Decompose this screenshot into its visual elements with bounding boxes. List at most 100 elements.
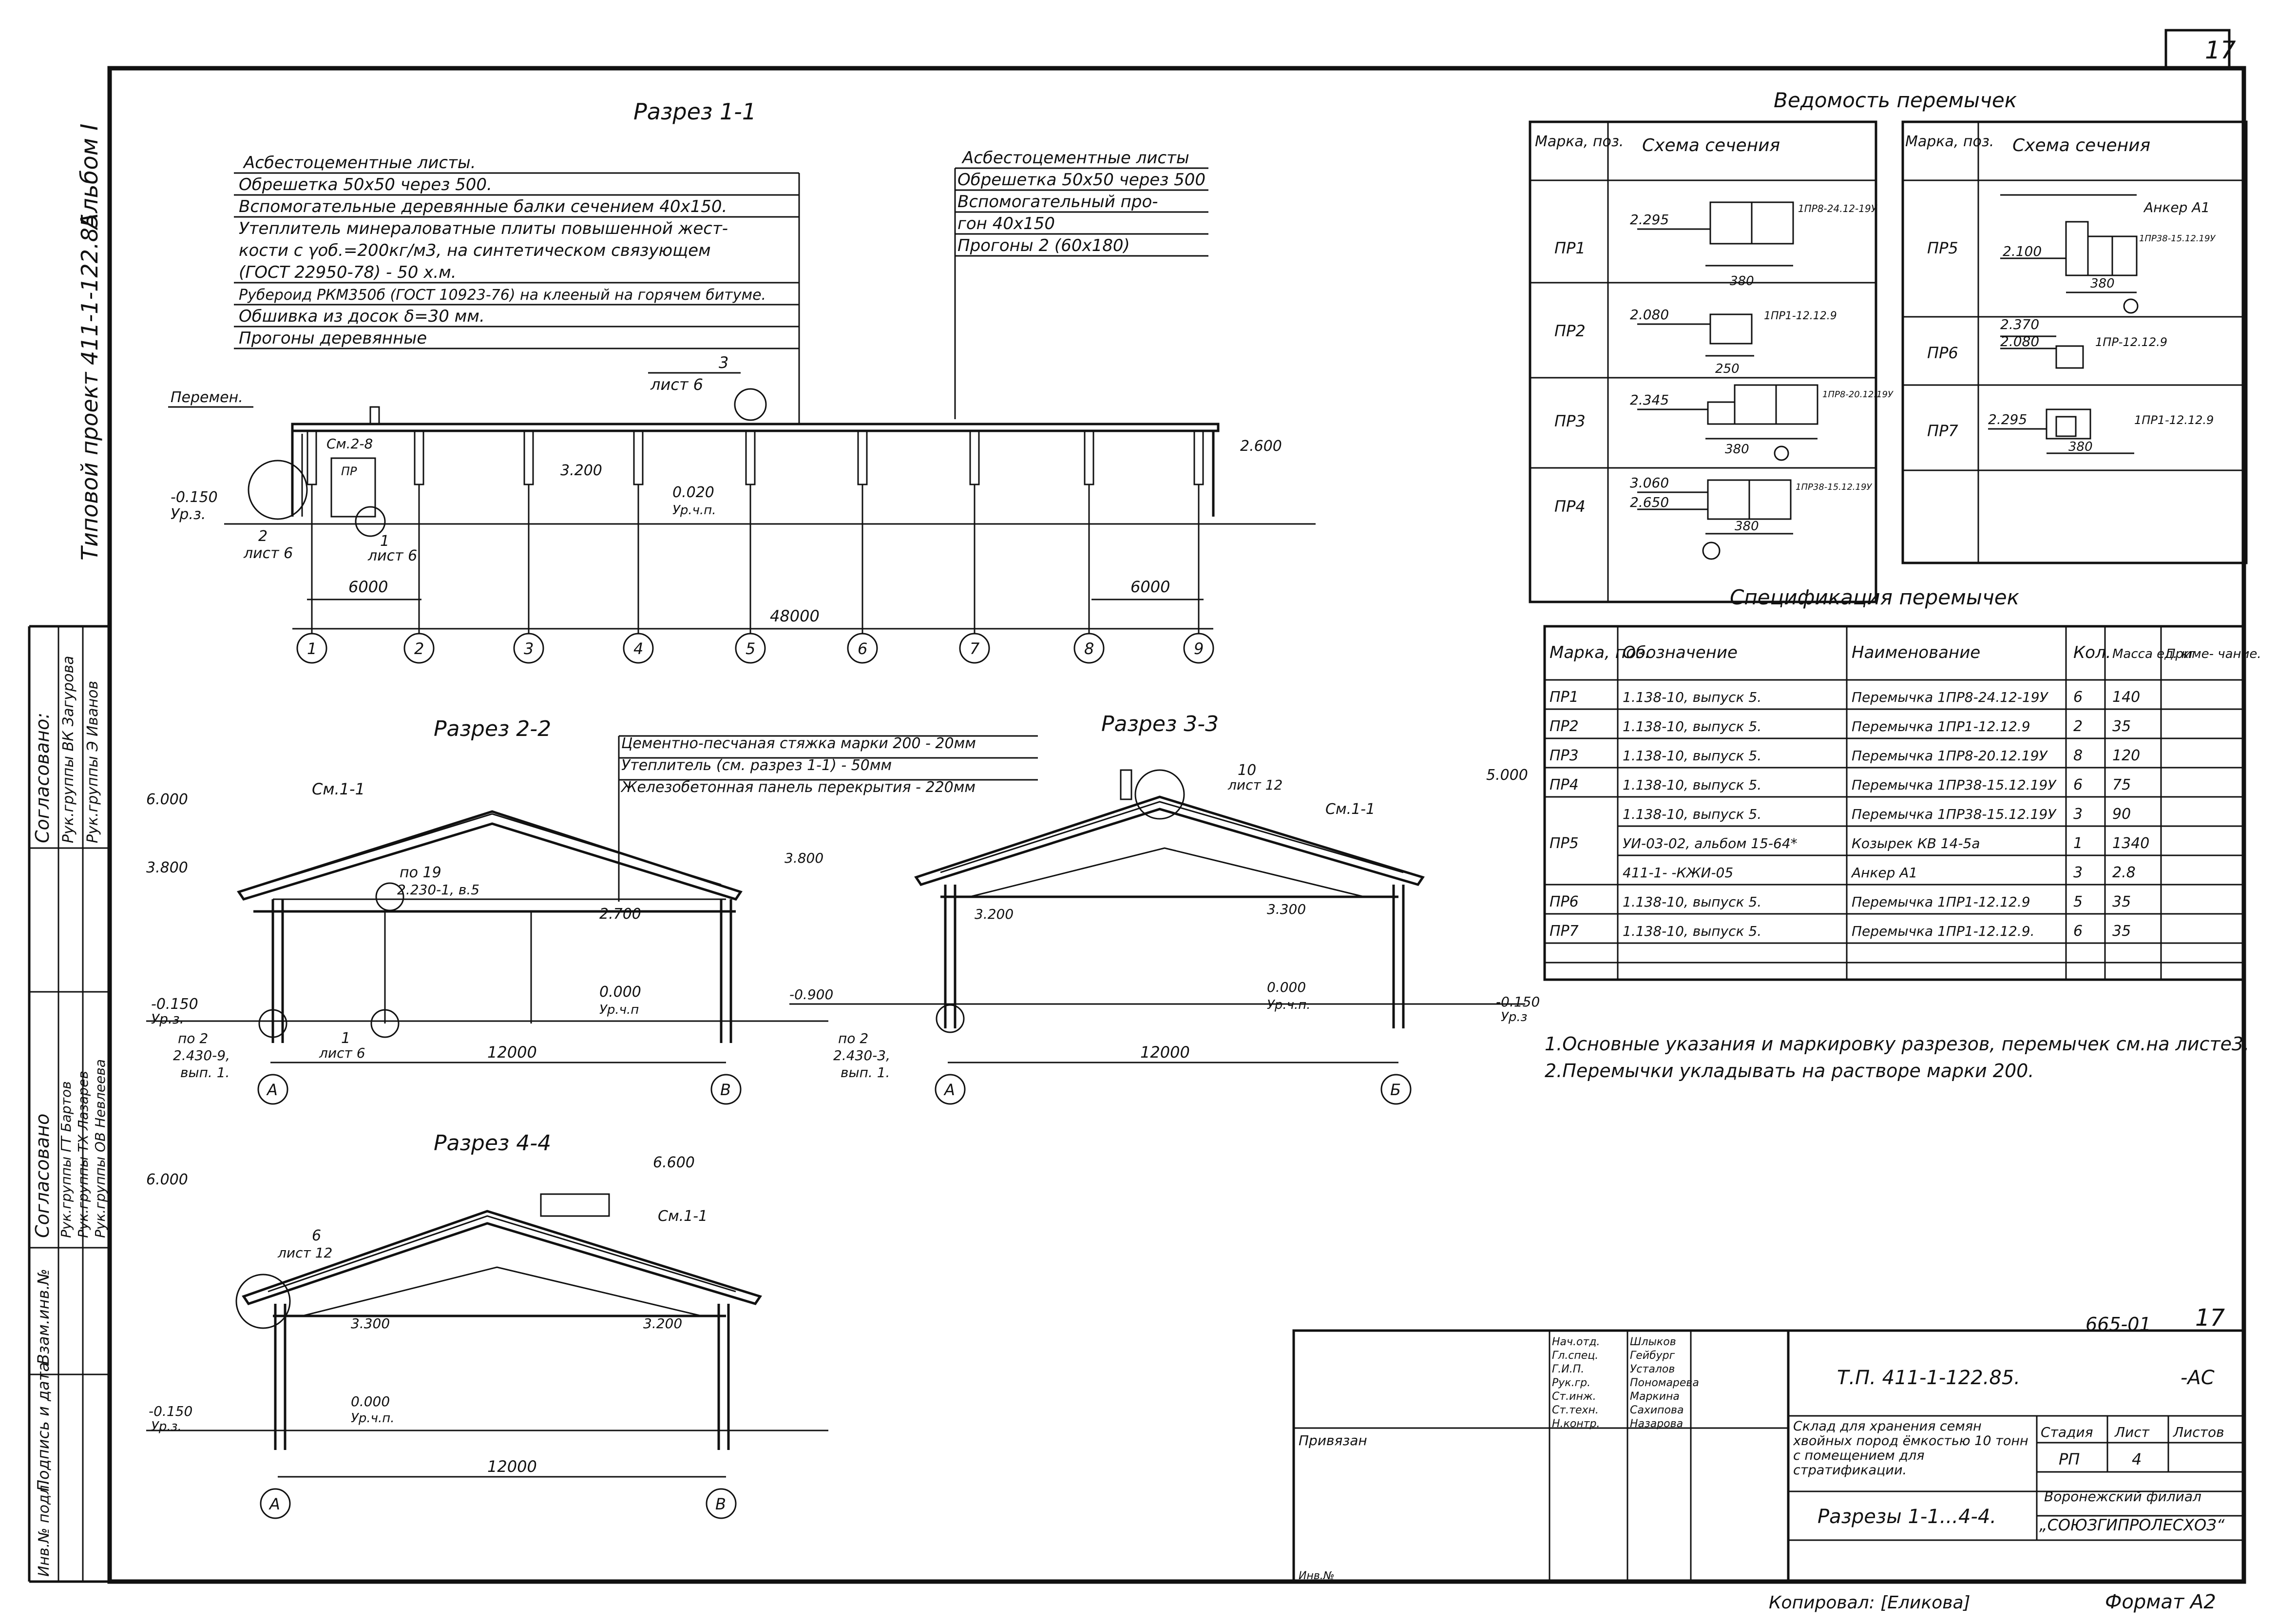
axis-bubble (735, 633, 766, 664)
sheet-number: 17 (2205, 36, 2236, 64)
mark-pr: ПР (341, 464, 357, 478)
dimension-lines-1-1 (292, 599, 1213, 630)
project-description: Склад для хранения семян хвойных пород ё… (1793, 1419, 2028, 1478)
stamp-podpis: Подпись и дата (34, 1362, 53, 1491)
spec-cell: ПР5 (1550, 835, 1579, 852)
layer-text: Прогоны 2 (60х180) (957, 236, 1130, 255)
vedomost-dim: 250 (1715, 362, 1740, 376)
layer-text: Прогоны деревянные (239, 328, 427, 348)
spec-cell: 3 (2073, 864, 2083, 881)
layer-text: Асбестоцементные листы. (243, 153, 476, 173)
axis-label: 6 (858, 639, 867, 658)
mark-sm: См.2-8 (326, 436, 373, 452)
tb-role: Г.И.П. (1552, 1363, 1584, 1375)
spec-table-grid (1543, 625, 2245, 981)
vedomost-col-scheme: Схема сечения (2012, 135, 2150, 155)
spec-header-cell: Марка, поз. (1550, 643, 1650, 662)
vedomost-label: 1ПР1-12.12.9 (2134, 413, 2214, 427)
doc-code: Т.П. 411-1-122.85. (1837, 1367, 2020, 1389)
vedomost-col-mark: Марка, поз. (1535, 133, 1624, 150)
elev-label: 3.300 (351, 1315, 390, 1332)
elev-label: -0.150 (1496, 994, 1540, 1010)
section-3-3: Разрез 3-3 10 лист 12 См.1-1 5.000 3.800… (784, 712, 1540, 1105)
vedomost-elev: 2.295 (1630, 212, 1669, 228)
layer-text: Обрешетка 50х50 через 500 (957, 170, 1205, 190)
spec-header-cell: Кол. (2073, 643, 2111, 662)
elev-sublabel: Ур.з. (151, 1419, 182, 1434)
tb-role: Ст.инж. (1552, 1391, 1596, 1403)
callout-num: 10 (1238, 762, 1256, 779)
stamp-row: Рук.группы ВК Загурова (60, 656, 77, 843)
listov-header: Листов (2173, 1424, 2224, 1440)
vedomost-elev: 2.345 (1630, 392, 1669, 408)
spec-cell: Перемычка 1ПР1-12.12.9 (1852, 894, 2030, 910)
layer-text: гон 40х150 (957, 214, 1055, 233)
title-block-roles: Нач.отд.ШлыковГл.спец.ГейбургГ.И.П.Устал… (1552, 1336, 1699, 1430)
section-1-1-title: Разрез 1-1 (633, 98, 756, 125)
elev-sublabel: Ур.з. (151, 1011, 184, 1027)
callout-sheet: лист 12 (1227, 777, 1282, 793)
elev-sublabel: Ур.ч.п (599, 1003, 639, 1017)
vedomost-label: 1ПР38-15.12.19У (2139, 233, 2216, 244)
vedomost-dim: 380 (1725, 442, 1749, 457)
stage-header: Стадия (2041, 1424, 2093, 1440)
spec-header-cell: Обозначение (1623, 643, 1738, 662)
axis-bubble (1183, 633, 1214, 664)
list-value: 4 (2132, 1450, 2142, 1468)
org-line1: Воронежский филиал (2044, 1488, 2201, 1505)
note-line: 2.Перемычки укладывать на растворе марки… (1545, 1060, 2034, 1082)
ref-label: вып. 1. (180, 1064, 230, 1081)
spec-cell: 1.138-10, выпуск 5. (1623, 689, 1761, 705)
note-line: 1.Основные указания и маркировку разрезо… (1545, 1033, 2249, 1055)
vedomost-elev: 3.060 (1630, 475, 1669, 491)
vedomost-elev: 2.295 (1988, 411, 2027, 427)
spec-cell: Перемычка 1ПР1-12.12.9 (1852, 718, 2030, 734)
spec-header-cell: Приме- чание. (2166, 647, 2261, 661)
dim-label: 12000 (487, 1457, 537, 1476)
spec-cell: Анкер А1 (1851, 865, 1917, 881)
stamp-inv: Инв.№ подл. (36, 1481, 53, 1577)
spec-cell: 35 (2112, 893, 2131, 910)
spec-cell: 140 (2112, 689, 2140, 706)
axis-bubble (623, 633, 654, 664)
spec-cell: ПР7 (1550, 923, 1579, 940)
layer-text: (ГОСТ 22950-78) - 50 х.м. (239, 263, 457, 282)
spec-cell: УИ-03-02, альбом 15-64* (1623, 835, 1798, 851)
vedomost-label: 1ПР-12.12.9 (2095, 335, 2167, 349)
vedomost-mark: ПР1 (1554, 239, 1586, 257)
axis-label: 9 (1194, 639, 1204, 658)
spec-cell: Козырек КВ 14-5а (1852, 835, 1980, 851)
layer-text: Утеплитель минераловатные плиты повышенн… (239, 219, 728, 238)
axis-label: Б (1390, 1081, 1401, 1099)
vedomost-label: 1ПР8-20.12.19У (1822, 389, 1894, 400)
schedule-sections-right (1988, 194, 2139, 454)
vedomost-dim: 380 (1730, 274, 1754, 289)
spec-cell: Перемычка 1ПР38-15.12.19У (1852, 777, 2057, 793)
stage-value: РП (2059, 1450, 2080, 1468)
ref-num: 1 (341, 1030, 350, 1047)
tb-name: Назарова (1630, 1418, 1683, 1430)
layer-text: Железобетонная панель перекрытия - 220мм (620, 779, 976, 796)
spec-cell: 75 (2112, 776, 2131, 793)
elev-label: 2.600 (1240, 438, 1282, 455)
vedomost-mark: ПР2 (1554, 322, 1586, 340)
ref-label: 2.430-3, (833, 1047, 890, 1063)
footer-format: Формат А2 (2105, 1591, 2216, 1613)
elev-label: 5.000 (1486, 767, 1528, 784)
spec-cell: 6 (2073, 689, 2083, 706)
layers-right-callout (954, 167, 1208, 419)
spec-cell: 1.138-10, выпуск 5. (1623, 923, 1761, 939)
tb-name: Пономарева (1630, 1377, 1699, 1389)
elev-sublabel: Ур.з. (171, 506, 206, 523)
axis-bubble (513, 633, 544, 664)
vedomost-elev: 2.650 (1630, 494, 1669, 510)
album-label: Альбом I (76, 124, 103, 231)
schedule-sections-left (1637, 201, 1818, 560)
axis-bubble (959, 633, 990, 664)
axis-label: В (715, 1495, 726, 1513)
vedomost-mark: ПР7 (1927, 422, 1958, 440)
elev-sublabel: Ур.ч.п. (351, 1411, 395, 1426)
spec-cell: 1.138-10, выпуск 5. (1623, 748, 1761, 764)
